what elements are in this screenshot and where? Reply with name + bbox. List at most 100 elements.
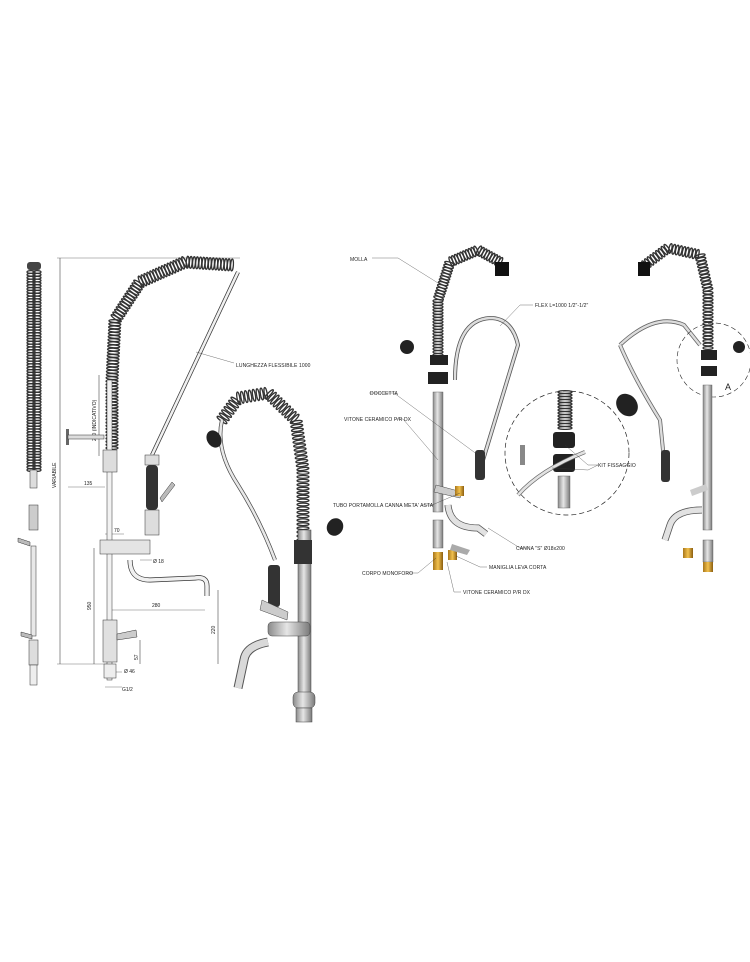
side-elevation-view: [17, 262, 42, 686]
leader-lines: [369, 257, 599, 593]
spring-coil-turn: [275, 399, 286, 411]
spring-coil-turn: [296, 478, 310, 483]
spring-coil-turn: [688, 247, 693, 259]
dim-70: 70: [114, 528, 120, 534]
spring-coil-turn: [289, 413, 300, 424]
right-exploded-spring: [641, 242, 714, 351]
spring-coil-turn: [251, 388, 257, 402]
part-labels: MOLLA FLEX L=1000 1/2"-1/2" DOCCETTA VIT…: [333, 257, 636, 596]
spring-coil-turn: [267, 391, 277, 402]
spring-coil-turn: [701, 283, 713, 289]
spring-coil-turn: [291, 431, 305, 437]
spring-coil-turn: [702, 342, 714, 347]
label-corpo: CORPO MONOFORO: [362, 571, 413, 577]
spring-coil-turn: [702, 297, 714, 302]
spring-coil-turn: [702, 332, 714, 337]
spring-coil-turn: [272, 397, 283, 408]
spring-coil-turn: [255, 388, 261, 402]
label-flex-length: LUNGHEZZA FLESSIBILE 1000: [236, 363, 311, 369]
label-tubo: TUBO PORTAMOLLA CANNA META' ASTA: [333, 503, 434, 509]
spring-coil-turn: [296, 486, 310, 491]
spring-coil-turn: [296, 522, 310, 527]
dim-d18: Ø 18: [153, 559, 164, 565]
side-spring-left: [26, 269, 36, 473]
spring-coil-turn: [660, 245, 669, 256]
spring-coil-turn: [295, 458, 309, 464]
dim-220: 220: [211, 625, 217, 634]
spring-coil-turn: [702, 339, 714, 344]
spring-coil-turn: [695, 248, 700, 260]
label-vitone-top: VITONE CERAMICO P/R DX: [344, 417, 412, 423]
front-spring: [105, 255, 235, 451]
spring-coil-turn: [702, 286, 714, 292]
spring-coil-turn: [230, 396, 242, 406]
spring-coil-turn: [702, 304, 714, 309]
spring-coil-turn: [296, 510, 310, 515]
spring-coil-turn: [259, 387, 265, 401]
spring-coil-turn: [702, 328, 714, 333]
spring-coil-turn: [702, 318, 714, 323]
front-dimension-view: VARIABILE 250 (INDICATIVO) 135 70 Ø 18 9…: [52, 255, 311, 693]
spring-coil-turn: [291, 435, 306, 440]
label-kit: KIT FISSAGGIO: [598, 463, 636, 469]
spring-coil-turn: [295, 462, 309, 468]
spring-coil-turn: [702, 325, 714, 330]
spring-coil-turn: [229, 258, 235, 272]
spring-coil-turn: [696, 260, 708, 265]
spring-coil-turn: [221, 409, 233, 418]
exploded-view: A: [400, 242, 750, 572]
spring-coil-turn: [296, 526, 310, 531]
label-canna: CANNA "S" Ø18x200: [516, 546, 565, 552]
spring-coil-turn: [225, 402, 237, 412]
label-molla: MOLLA: [350, 257, 368, 263]
dim-variabile: VARIABILE: [52, 462, 58, 488]
spring-coil-turn: [263, 386, 269, 400]
spring-coil-turn: [702, 314, 714, 319]
spring-coil-turn: [702, 307, 714, 313]
spring-coil-turn: [678, 245, 683, 257]
exploded-spring: [432, 245, 504, 358]
spring-coil-turn: [293, 447, 307, 452]
spring-coil-turn: [557, 389, 573, 395]
spring-coil-turn: [649, 254, 658, 264]
detail-mark-a: A: [725, 382, 731, 392]
spring-coil-turn: [296, 518, 310, 523]
spring-coil-turn: [296, 502, 310, 507]
spring-coil-turn: [296, 490, 310, 495]
spring-coil-turn: [699, 273, 711, 279]
detail-callout-circle: [676, 322, 750, 398]
spring-coil-turn: [294, 455, 308, 460]
spring-coil-turn: [239, 390, 245, 404]
detail-spring: [557, 389, 573, 431]
spring-coil-turn: [296, 466, 310, 472]
side-spring-right: [32, 269, 42, 473]
spring-coil-turn: [290, 427, 304, 433]
label-doccetta: DOCCETTA: [370, 391, 398, 397]
spring-coil-turn: [290, 423, 304, 429]
spring-coil-turn: [697, 266, 709, 272]
spring-coil-turn: [243, 390, 249, 404]
spring-coil-turn: [702, 311, 714, 316]
spring-coil-turn: [702, 345, 714, 351]
spring-coil-turn: [296, 482, 310, 487]
spring-coil-turn: [294, 451, 308, 456]
spring-coil-turn: [228, 399, 240, 409]
spring-coil-turn: [281, 405, 292, 416]
label-vitone-bottom: VITONE CERAMICO P/R DX: [463, 590, 531, 596]
dim-indicativo: 250 (INDICATIVO): [92, 399, 98, 441]
dim-d46: Ø 46: [124, 669, 135, 675]
dim-280: 280: [152, 603, 161, 609]
spring-coil-turn: [699, 276, 712, 282]
spring-coil-turn: [269, 394, 280, 405]
spring-coil-turn: [278, 402, 289, 413]
label-maniglia: MANIGLIA LEVA CORTA: [489, 565, 547, 571]
spring-coil-turn: [236, 391, 241, 405]
spring-coil-turn: [293, 443, 307, 448]
spring-coil-turn: [247, 389, 253, 403]
spring-coil-turn: [702, 301, 714, 306]
spring-coil-turn: [702, 294, 714, 299]
spring-coil-turn: [702, 335, 714, 340]
spring-coil-turn: [292, 439, 306, 444]
spring-coil-turn: [432, 334, 444, 340]
